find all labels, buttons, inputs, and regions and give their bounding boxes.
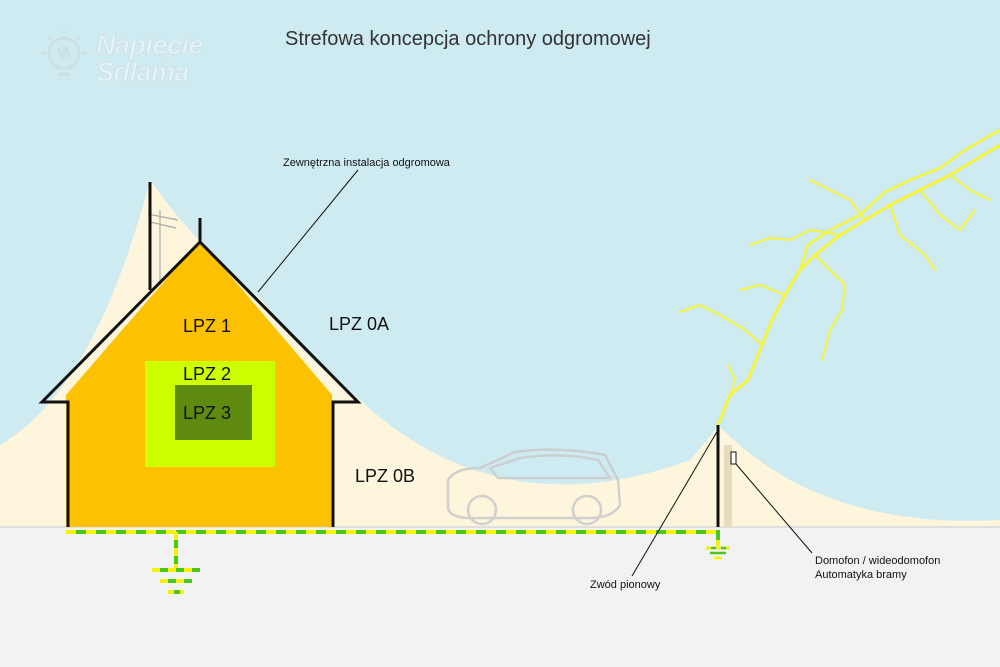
logo-line-1: Napięcie [95,30,204,60]
intercom-box [730,451,737,465]
zone-label-lpz3: LPZ 3 [183,403,232,423]
logo-line-2: Sdlama [95,57,190,87]
gate-post [724,445,732,527]
zone-label-lpz0b: LPZ 0B [355,466,416,486]
lightning-bolt-icon [679,128,1000,427]
lpz3-box [175,385,252,440]
callout-line-rod [631,429,719,577]
callout-intercom-line2: Automatyka bramy [815,569,907,581]
car-icon [446,448,622,526]
callout-vertical-conductor: Zwód pionowy [590,579,661,591]
callout-intercom-line1: Domofon / wideodomofon [815,555,941,567]
ground-symbol-icon [152,568,200,594]
zone-label-lpz0a: LPZ 0A [329,314,390,334]
ground [0,527,1000,667]
antenna-icon [147,210,179,285]
callout-intercom: Domofon / wideodomofon Automatyka bramy [815,554,940,582]
lightbulb-logo-icon [42,30,86,76]
earthing-conductor [66,530,720,568]
callout-line-external [257,169,359,293]
brand-logo: Napięcie Sdlama [34,26,214,96]
diagram-title: Strefowa koncepcja ochrony odgromowej [285,28,651,50]
callout-external-lightning-protection: Zewnętrzna instalacja odgromowa [283,157,450,169]
callout-line-intercom [735,463,813,554]
zone-label-lpz1: LPZ 1 [183,316,232,336]
ground-symbol-icon [706,546,730,560]
zone-label-lpz2: LPZ 2 [183,364,232,384]
